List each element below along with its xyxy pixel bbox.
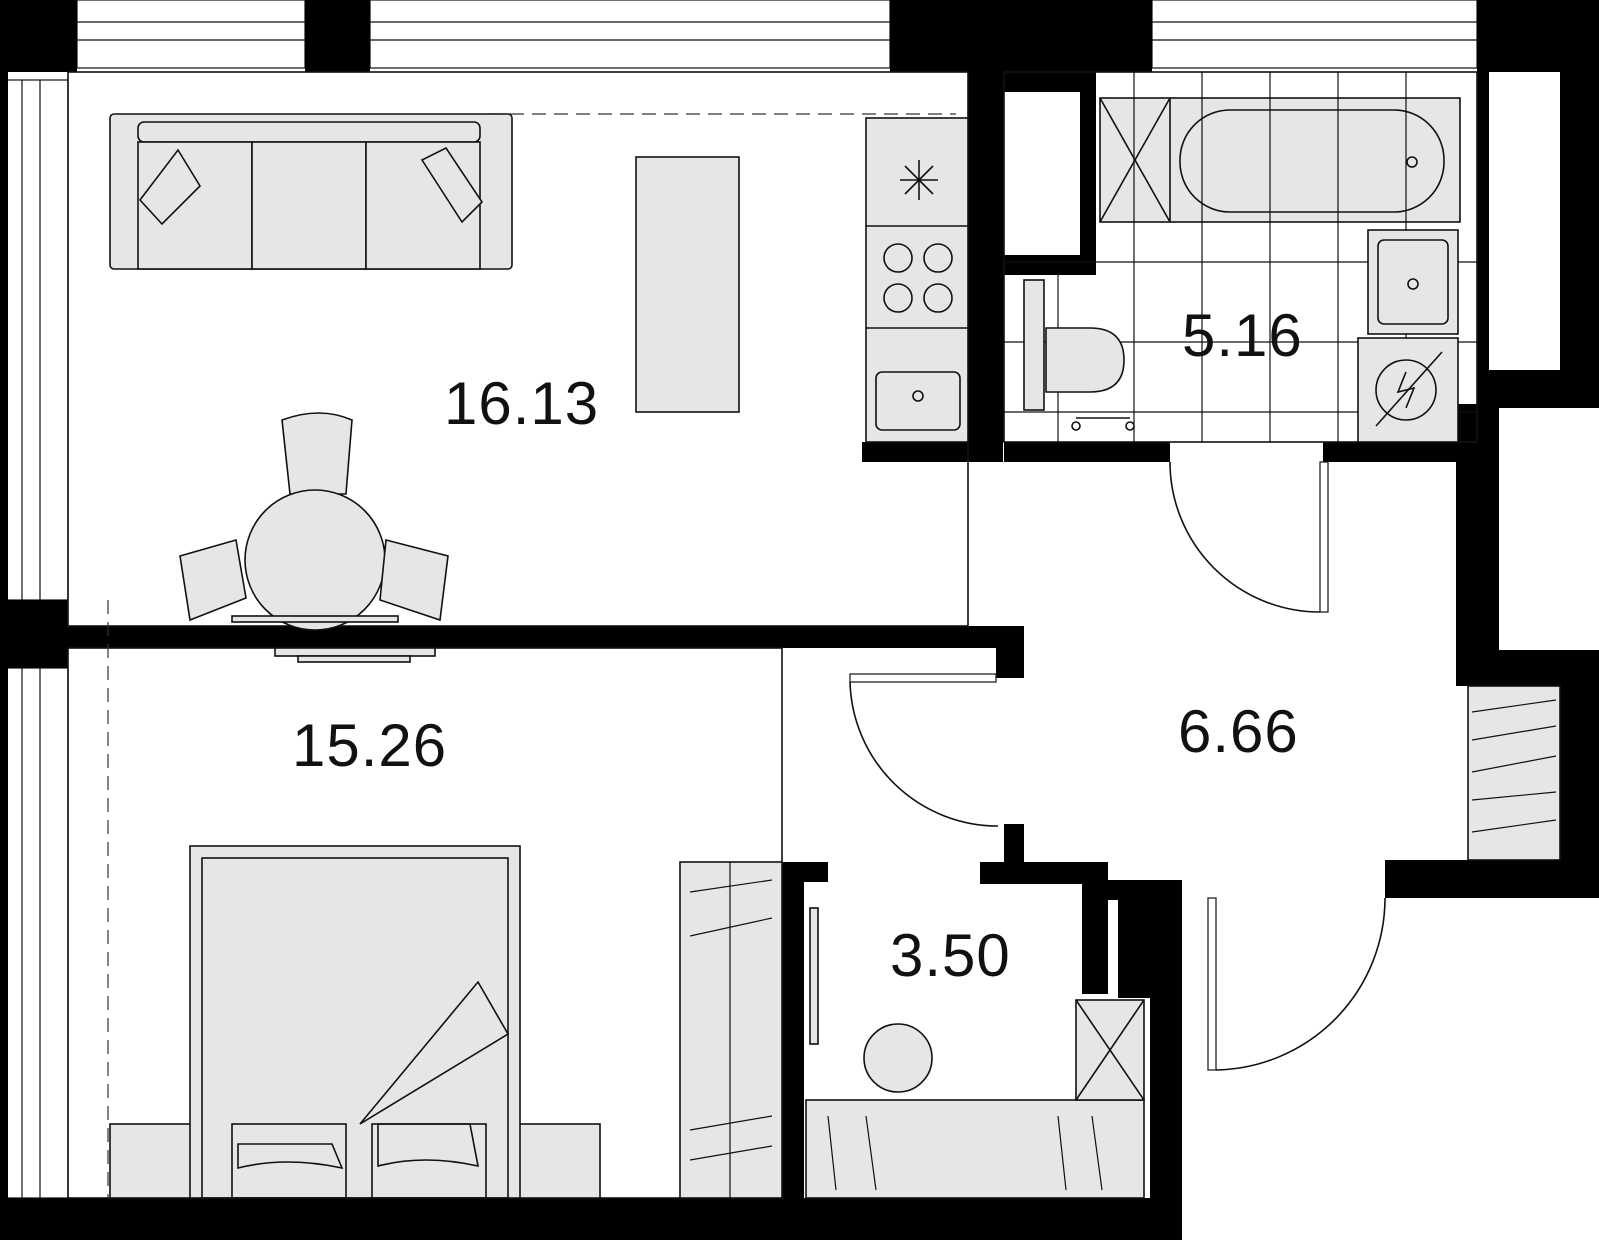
kitchen-counter xyxy=(865,117,969,443)
sofa xyxy=(109,113,513,270)
bedroom-wardrobe xyxy=(679,861,783,1199)
hallway-wardrobe xyxy=(1467,685,1561,861)
tv xyxy=(274,647,436,663)
toilet xyxy=(1023,279,1135,431)
dressing-room-furniture xyxy=(805,907,1145,1199)
doors xyxy=(849,461,1386,1071)
bathroom-sink xyxy=(1367,229,1459,335)
coffee-table xyxy=(635,156,740,413)
bed xyxy=(109,845,601,1199)
area-label-bedroom: 15.26 xyxy=(292,712,447,779)
freezer-snowflake-icon xyxy=(900,160,938,200)
kitchen-sink xyxy=(875,371,961,431)
area-label-dressing-room: 3.50 xyxy=(890,922,1011,989)
windows-top xyxy=(76,0,1478,69)
area-label-hallway: 6.66 xyxy=(1178,698,1299,765)
bathtub xyxy=(1099,97,1461,223)
cooktop xyxy=(883,243,953,313)
dining-set xyxy=(179,412,449,631)
area-label-bathroom: 5.16 xyxy=(1182,302,1303,369)
dashed-line xyxy=(107,113,956,1198)
area-label-living-kitchen: 16.13 xyxy=(444,370,599,437)
electric-panel-icon xyxy=(1357,337,1459,443)
